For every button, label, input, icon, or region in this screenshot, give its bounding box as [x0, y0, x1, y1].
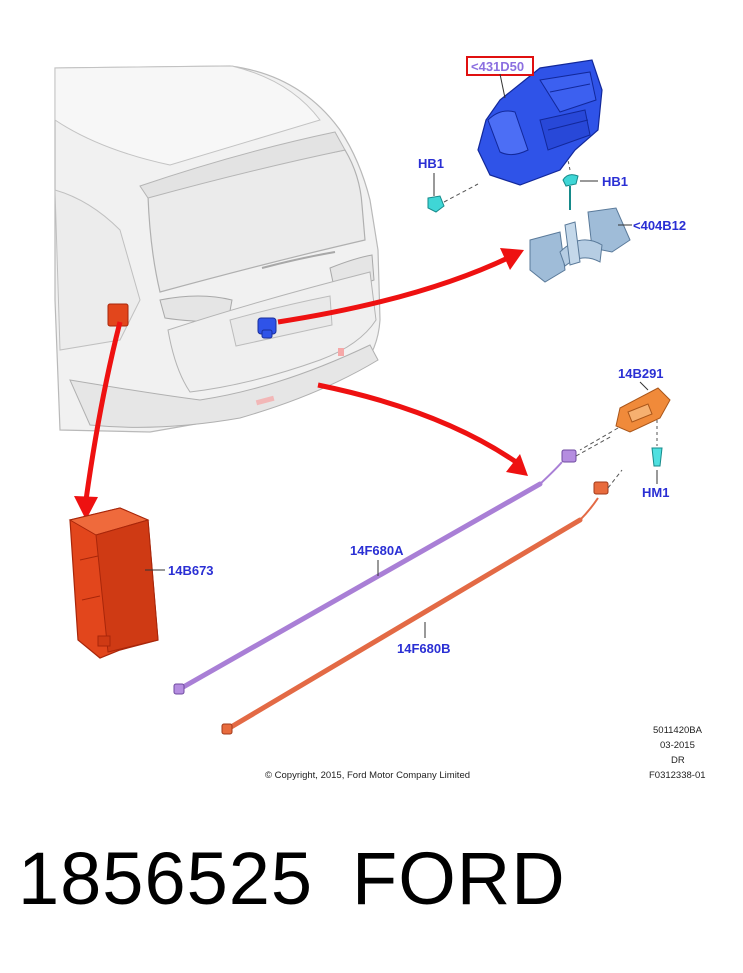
callout-switch: 14B291: [618, 366, 664, 381]
control-module: [68, 507, 159, 659]
cable-b: [221, 469, 623, 735]
drawing-author: DR: [671, 755, 685, 766]
callout-bolt-left: HB1: [418, 156, 444, 171]
callout-bolt-right: HB1: [602, 174, 628, 189]
part-number: 1856525: [18, 837, 314, 920]
callout-module: 14B673: [168, 563, 214, 578]
vehicle-rear-illustration: [54, 65, 381, 433]
bolt-right: [562, 159, 579, 210]
callout-screw: HM1: [642, 485, 669, 500]
brand-name: FORD: [352, 837, 566, 920]
callout-bracket: <404B12: [633, 218, 686, 233]
drawing-date: 03-2015: [660, 740, 695, 751]
striker-bracket: [529, 207, 631, 283]
cable-a: [173, 435, 613, 695]
release-switch: [579, 387, 671, 451]
bolt-left: [427, 183, 479, 213]
tailgate-actuator: [477, 59, 603, 186]
screw: [651, 420, 663, 467]
switch-location-marker: [257, 317, 277, 339]
copyright-text: © Copyright, 2015, Ford Motor Company Li…: [265, 770, 470, 781]
figure-number: F0312338-01: [649, 770, 706, 781]
callout-cable-a: 14F680A: [350, 543, 404, 558]
leader-line: [499, 73, 506, 99]
location-arrows: [74, 248, 528, 520]
callout-cable-b: 14F680B: [397, 641, 450, 656]
callout-actuator: <431D50: [471, 59, 524, 74]
drawing-code: 5011420BA: [653, 725, 703, 736]
